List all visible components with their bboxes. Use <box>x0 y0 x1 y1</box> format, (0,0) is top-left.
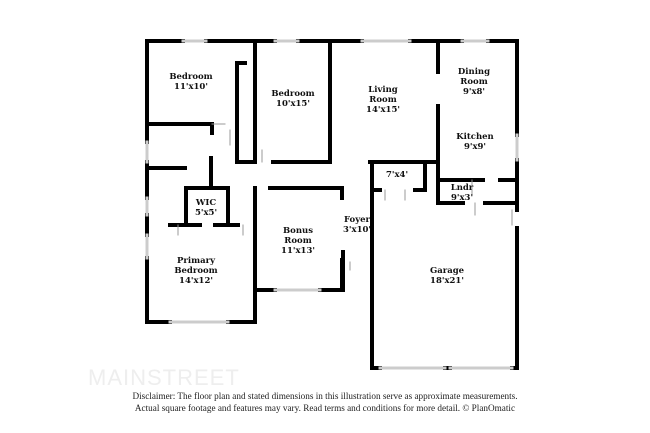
room-name: Dining Room <box>457 67 491 87</box>
room-dims: 9'x8' <box>462 87 486 97</box>
room-dims: 7'x4' <box>385 170 409 180</box>
disclaimer-line-2: Actual square footage and features may v… <box>134 403 516 413</box>
room-dims: 11'x10' <box>174 82 208 92</box>
room-name: Bonus Room <box>283 226 313 246</box>
room-dims: 3'x10' <box>342 225 372 235</box>
room-dims: 18'x21' <box>430 276 464 286</box>
disclaimer: Disclaimer: The floor plan and stated di… <box>0 390 650 414</box>
room-name: Primary Bedroom <box>174 256 218 276</box>
room-dims: 5'x5' <box>194 208 218 218</box>
room-name: Bedroom <box>271 89 315 99</box>
room-name: Bedroom <box>169 72 213 82</box>
room-name: Kitchen <box>456 132 494 142</box>
room-dims: 10'x15' <box>276 99 310 109</box>
room-dims: 9'x3' <box>450 193 474 203</box>
room-name: Lndr <box>450 183 474 193</box>
room-dims: 11'x13' <box>281 246 315 256</box>
room-dims: 9'x9' <box>463 142 487 152</box>
room-name: Foyer <box>343 215 371 225</box>
room-name: Living Room <box>368 85 398 105</box>
watermark-logo: MAINSTREET <box>88 365 240 390</box>
room-dims: 14'x15' <box>366 105 400 115</box>
room-label-closet: 7'x4' <box>386 170 408 180</box>
room-dims: 14'x12' <box>179 276 213 286</box>
room-name: Garage <box>429 266 465 276</box>
room-name: WIC <box>195 198 217 208</box>
disclaimer-line-1: Disclaimer: The floor plan and stated di… <box>132 391 518 401</box>
